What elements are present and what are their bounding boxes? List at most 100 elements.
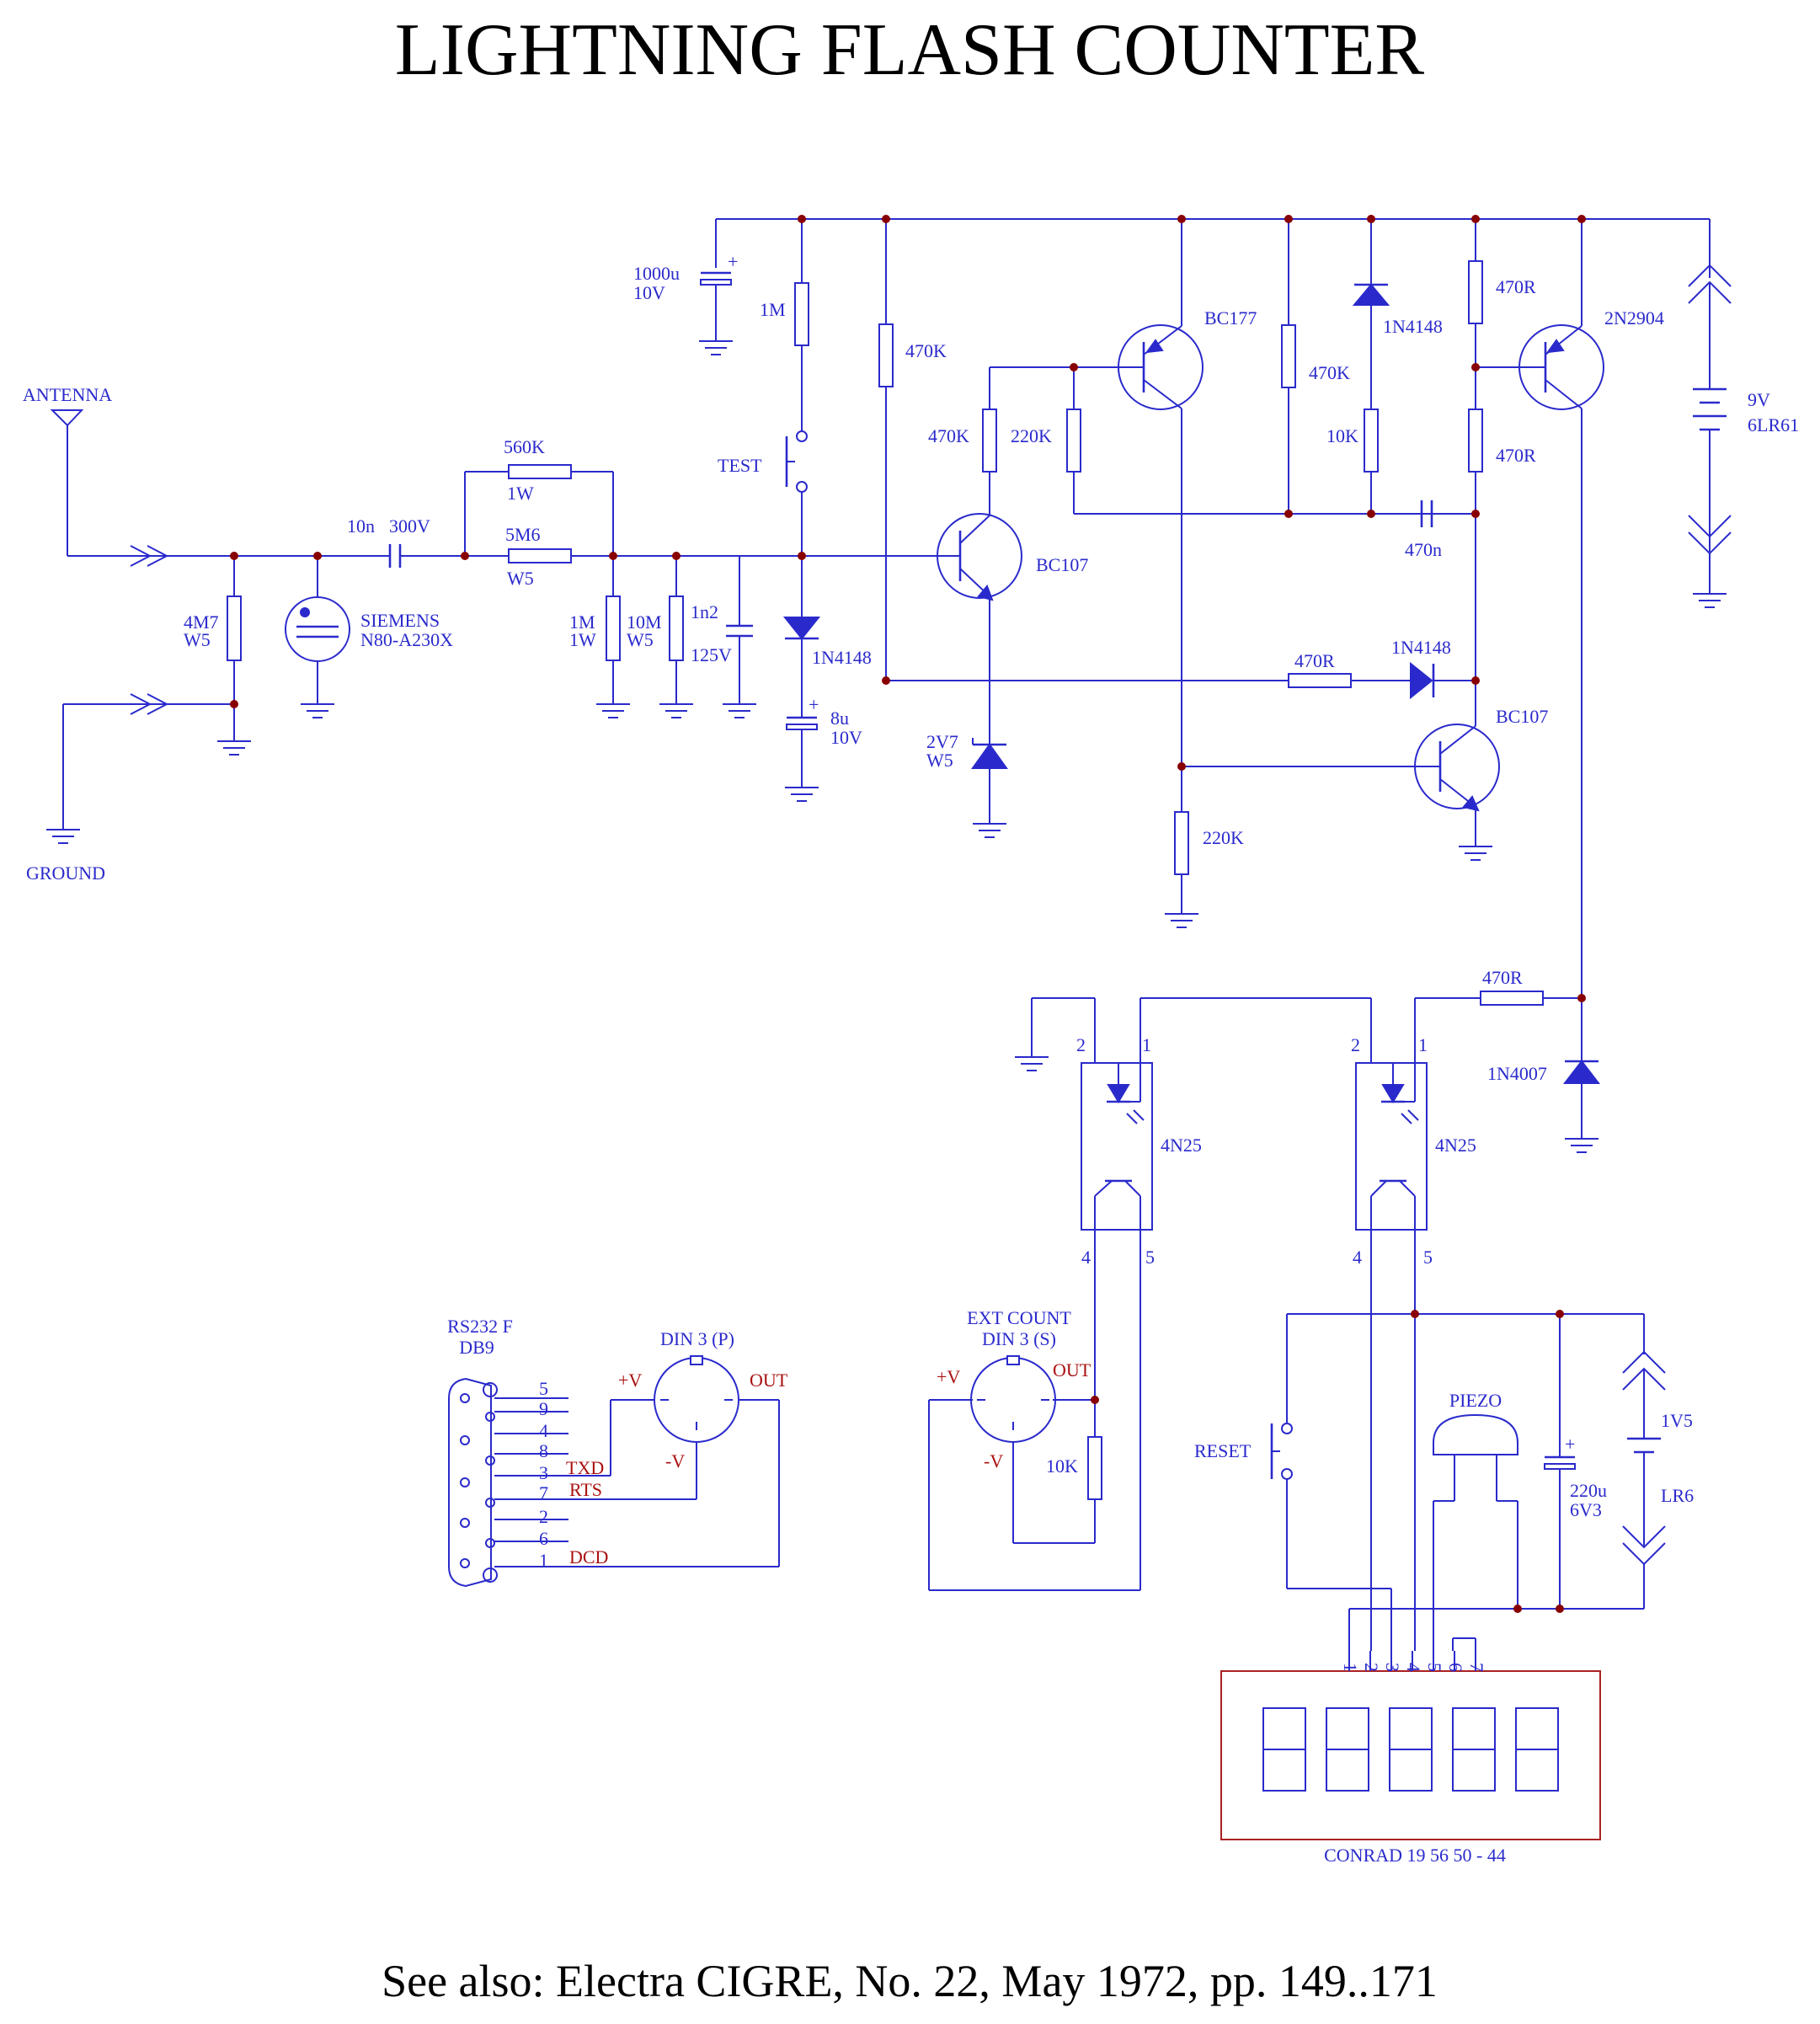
din-s-label-2: DIN 3 (S) — [982, 1328, 1056, 1349]
ground-icon — [723, 703, 756, 718]
junction-dot — [1513, 1605, 1522, 1613]
diode-1n4148-d1: 1N4148 — [812, 647, 872, 668]
junction-dot — [882, 215, 890, 223]
resistor-470k-a — [878, 323, 894, 387]
resistor-470r-b-value: 470R — [1496, 445, 1536, 466]
battery-9v-value: 9V — [1748, 389, 1770, 410]
junction-dot — [230, 552, 238, 560]
junction-dot — [1091, 1396, 1099, 1404]
resistor-220k-b — [1174, 811, 1189, 875]
resistor-10m-rating: W5 — [627, 629, 654, 650]
capacitor-1000u-rating: 10V — [633, 282, 665, 303]
transistor-q4-label: BC107 — [1496, 706, 1548, 727]
ground-icon — [973, 823, 1006, 838]
din-s-plus: +V — [937, 1366, 960, 1387]
seven-segment-digit — [1389, 1707, 1433, 1792]
seven-segment-digit — [1262, 1707, 1306, 1792]
test-switch[interactable]: TEST — [718, 430, 808, 493]
db9-rts: RTS — [569, 1479, 602, 1500]
battery-9v-type: 6LR61 — [1748, 414, 1799, 435]
ground-icon — [659, 703, 693, 718]
ground-icon — [1693, 593, 1727, 608]
resistor-1m-input — [606, 595, 621, 661]
db9-connector: RS232 F DB9 — [447, 1316, 513, 1588]
diode-1n4007: 1N4007 — [1487, 1063, 1547, 1084]
capacitor-1000u-plus: + — [728, 251, 738, 272]
junction-dot — [313, 552, 322, 560]
transistor-q3-label: 2N2904 — [1604, 307, 1664, 328]
resistor-1m-test-value: 1M — [760, 299, 786, 320]
counter-pin-label: 2 — [1361, 1663, 1382, 1672]
seven-segment-digit — [1452, 1707, 1496, 1792]
capacitor-8u-rating: 10V — [830, 727, 862, 748]
reset-switch[interactable]: RESET — [1194, 1423, 1293, 1480]
capacitor-220u-value: 220u — [1570, 1480, 1607, 1501]
resistor-10k-b — [1087, 1436, 1102, 1500]
db9-pin-9: 9 — [539, 1398, 548, 1419]
din-p-plus: +V — [618, 1370, 642, 1391]
resistor-10k-a — [1364, 409, 1379, 473]
resistor-220k-a-value: 220K — [1011, 425, 1052, 446]
junction-dot — [1471, 215, 1480, 223]
footer-reference: See also: Electra CIGRE, No. 22, May 197… — [382, 1956, 1438, 2006]
db9-pin-6: 6 — [539, 1528, 548, 1549]
optocoupler-2-pin5: 5 — [1423, 1247, 1433, 1268]
junction-dot — [1471, 510, 1480, 518]
junction-dot — [461, 552, 469, 560]
piezo-buzzer: PIEZO — [1433, 1390, 1518, 1651]
counter-pin-label: 3 — [1382, 1663, 1403, 1672]
db9-dcd: DCD — [569, 1546, 608, 1567]
resistor-470r-a-value: 470R — [1496, 276, 1536, 297]
capacitor-1n2-value: 1n2 — [691, 601, 718, 622]
junction-dot — [1367, 215, 1375, 223]
din-s-out: OUT — [1053, 1359, 1091, 1380]
resistor-10m — [669, 595, 684, 661]
resistor-220k-b-value: 220K — [1203, 827, 1244, 848]
db9-pin-8: 8 — [539, 1440, 548, 1461]
zener-value: 2V7 — [926, 731, 958, 752]
junction-dot — [882, 676, 890, 685]
counter-pin-label: 4 — [1403, 1663, 1424, 1672]
junction-dot — [1070, 363, 1078, 371]
capacitor-8u-plus: + — [809, 694, 819, 715]
optocoupler-2-pin2: 2 — [1351, 1034, 1360, 1055]
din-p-out: OUT — [750, 1370, 788, 1391]
optocoupler-2: 4N25 1 2 4 5 — [1351, 1034, 1476, 1268]
junction-dot — [798, 215, 806, 223]
junction-dot — [1284, 215, 1293, 223]
zener-rating: W5 — [926, 750, 953, 771]
ground-symbols — [46, 340, 1727, 1153]
din-s-label-1: EXT COUNT — [967, 1307, 1071, 1328]
resistor-560k-value: 560K — [504, 436, 545, 457]
piezo-label: PIEZO — [1449, 1390, 1502, 1411]
resistor-1m-input-rating: 1W — [569, 629, 596, 650]
battery-1v5-value: 1V5 — [1661, 1410, 1693, 1431]
optocoupler-2-label: 4N25 — [1435, 1135, 1476, 1156]
optocoupler-1-label: 4N25 — [1161, 1135, 1202, 1156]
junction-dot — [230, 700, 238, 708]
resistor-5m6 — [508, 548, 572, 563]
db9-pin-5: 5 — [539, 1378, 548, 1399]
diode-1n4148-d2: 1N4148 — [1383, 316, 1443, 337]
gas-tube-label-1: SIEMENS — [360, 610, 440, 631]
counter-pin-label: 1 — [1340, 1663, 1361, 1672]
resistor-10k-a-value: 10K — [1326, 425, 1358, 446]
seven-segment-digit — [1326, 1707, 1369, 1792]
capacitor-10n-rating: 300V — [389, 515, 430, 537]
ground-icon — [699, 340, 733, 355]
ground-icon — [596, 703, 630, 718]
db9-pin-3: 3 — [539, 1462, 548, 1483]
optocoupler-1-pin1: 1 — [1142, 1034, 1151, 1055]
junction-dot — [1367, 510, 1375, 518]
junction-dot — [1577, 994, 1586, 1002]
din3-socket-ext-count: EXT COUNT DIN 3 (S) +V OUT -V — [937, 1307, 1091, 1471]
resistor-470k-c — [1281, 324, 1296, 388]
reset-switch-label: RESET — [1194, 1440, 1252, 1461]
optocoupler-2-pin4: 4 — [1353, 1247, 1362, 1268]
antenna-terminal: ANTENNA — [23, 384, 169, 567]
battery-1v5-type: LR6 — [1661, 1485, 1694, 1506]
battery-1v5: 1V5 LR6 — [1622, 1314, 1694, 1609]
optocoupler-2-pin1: 1 — [1418, 1034, 1428, 1055]
rs232-label-1: RS232 F — [447, 1316, 513, 1337]
